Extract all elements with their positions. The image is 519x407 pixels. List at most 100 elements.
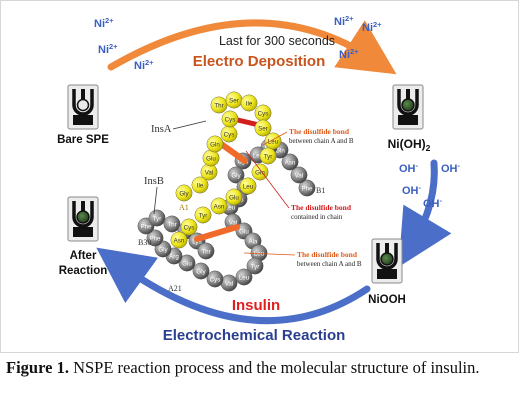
- a-chain-residue: Tyr: [194, 206, 212, 224]
- b-chain-residue: Val: [220, 274, 238, 292]
- a-chain-residue-label: Cys: [225, 116, 236, 123]
- a-chain-residue-label: Cys: [258, 110, 269, 117]
- a-chain-residue-label: Glu: [229, 194, 239, 201]
- ni-ion-6: Ni2+: [339, 47, 359, 61]
- oh-arrow: [398, 159, 452, 268]
- oh-ion-4: OH-: [423, 196, 443, 210]
- niooh-label: NiOOH: [368, 294, 406, 306]
- svg-text:Ni2+: Ni2+: [339, 47, 359, 61]
- electrochemical-reaction-arrow: [96, 247, 371, 325]
- figure-diagram: Last for 300 seconds Electro Deposition …: [57, 14, 461, 344]
- duration-label: Last for 300 seconds: [219, 34, 335, 48]
- oh-ion-1: OH-: [399, 161, 419, 175]
- a-chain-residue: Tyr: [259, 147, 277, 165]
- electro-deposition-title: Electro Deposition: [193, 53, 326, 70]
- insb-pointer: [153, 186, 158, 215]
- b-chain-residue-label: Thr: [167, 221, 176, 228]
- a-chain-residue-label: Tyr: [264, 153, 273, 160]
- a-chain-residue: Asn: [170, 231, 188, 249]
- b-chain-residue: Phe: [298, 179, 316, 197]
- a-chain-residue-label: Asn: [214, 203, 225, 210]
- a-chain-residue: Gln: [206, 135, 224, 153]
- a-chain-residue: Ser: [225, 91, 243, 109]
- a-chain-residue-label: Gln: [255, 169, 265, 176]
- disulfide-in-chain-title: The disulfide bond: [291, 203, 352, 212]
- b-chain-residue-label: Tyr: [153, 215, 162, 222]
- svg-text:OH-: OH-: [399, 161, 419, 175]
- b-chain-residue-label: Leu: [239, 274, 250, 281]
- insa-label: InsA: [151, 124, 172, 135]
- electrochemical-reaction-title: Electrochemical Reaction: [163, 327, 346, 344]
- disulfide-ab-bottom-sub: between chain A and B: [297, 260, 362, 268]
- b-chain-residue: Asn: [281, 153, 299, 171]
- disulfide-in-chain-sub: contained in chain: [291, 213, 343, 221]
- disulfide-ab-top-pointer: [262, 131, 288, 146]
- after-reaction-label-line1: After: [70, 250, 97, 262]
- a-chain-residue: Asn: [210, 197, 228, 215]
- b-chain-residue-label: Gly: [196, 268, 206, 275]
- b-chain-residue-label: Phe: [140, 223, 152, 230]
- caption-label: Figure 1.: [6, 358, 69, 377]
- a-chain-residue-label: Leu: [243, 183, 254, 190]
- b-chain-residue: Tyr: [148, 209, 166, 227]
- a-chain-residue-label: Gly: [179, 190, 189, 197]
- disulfide-bond-ab-bottom: [194, 224, 240, 242]
- b-chain-residue-label: Val: [225, 280, 233, 287]
- b-chain-residue-label: Leu: [253, 152, 264, 159]
- disulfide-ab-top-title: The disulfide bond: [289, 127, 350, 136]
- a-chain-residue: Thr: [210, 96, 228, 114]
- figure-caption: Figure 1. NSPE reaction process and the …: [6, 358, 514, 377]
- bare-spe-label: Bare SPE: [57, 134, 109, 146]
- a-chain-residue-label: Cys: [224, 131, 235, 138]
- disulfide-ab-bottom-title: The disulfide bond: [297, 250, 358, 259]
- a-chain-residue: Leu: [264, 132, 282, 150]
- disulfide-in-chain-pointer: [245, 150, 290, 209]
- svg-text:Ni2+: Ni2+: [134, 58, 154, 72]
- b-chain-residue-label: Val: [229, 219, 237, 226]
- a-chain-residue-label: Tyr: [199, 212, 208, 219]
- insb-label: InsB: [144, 176, 164, 187]
- after-reaction-label-line2: Reaction: [59, 265, 108, 277]
- a-chain-residue-label: Ser: [229, 97, 239, 104]
- ni-ion-2: Ni2+: [98, 42, 118, 56]
- ni-ion-4: Ni2+: [334, 14, 354, 28]
- figure-panel: Last for 300 seconds Electro Deposition …: [0, 0, 519, 353]
- b1-label: B1: [316, 186, 325, 195]
- a-chain-residue: Glu: [202, 149, 220, 167]
- ni-ion-1: Ni2+: [94, 16, 114, 30]
- b-chain-residue-label: Ala: [249, 238, 259, 245]
- caption-text: NSPE reaction process and the molecular …: [68, 358, 480, 377]
- svg-text:OH-: OH-: [441, 161, 461, 175]
- a-chain-residue: Glu: [225, 188, 243, 206]
- ni-ion-3: Ni2+: [134, 58, 154, 72]
- b-chain-residue-label: Gly: [158, 246, 168, 253]
- b-chain-residue-label: Asn: [285, 159, 296, 166]
- a-chain-residue-label: Asn: [174, 237, 185, 244]
- b-chain-residue: Gly: [227, 166, 245, 184]
- oh-ion-3: OH-: [402, 183, 422, 197]
- insa-pointer: [172, 120, 207, 130]
- a-chain-residue-label: Cys: [184, 224, 195, 231]
- svg-text:Ni2+: Ni2+: [98, 42, 118, 56]
- b-chain-residue-label: Tyr: [251, 263, 260, 270]
- a-chain-residue-label: Thr: [214, 102, 223, 109]
- b-chain-residue-label: Phe: [149, 235, 161, 242]
- b-chain-residue: Leu: [235, 268, 253, 286]
- b-chain-residue-label: Leu: [225, 204, 236, 211]
- svg-text:Ni2+: Ni2+: [94, 16, 114, 30]
- electro-deposition-arrow: [107, 19, 397, 75]
- svg-text:OH-: OH-: [423, 196, 443, 210]
- b-chain-residue-label: Glu: [182, 260, 192, 267]
- b-chain-residue-label: Thr: [201, 248, 210, 255]
- a-chain-residue-label: Ile: [197, 182, 204, 189]
- nioh2-electrode: [392, 84, 424, 130]
- a-chain-residue: Ser: [254, 119, 272, 137]
- insulin-molecule: PheValAsnGlnHisLeuCysGlySerHisLeuValGluA…: [137, 91, 316, 292]
- a-chain-residue: Ile: [191, 176, 209, 194]
- svg-text:Ni2+: Ni2+: [362, 20, 382, 34]
- b-chain-residue: Thr: [197, 242, 215, 260]
- a-chain-residue-label: Ile: [246, 100, 253, 107]
- b-chain-residue: Tyr: [246, 257, 264, 275]
- oh-ion-2: OH-: [441, 161, 461, 175]
